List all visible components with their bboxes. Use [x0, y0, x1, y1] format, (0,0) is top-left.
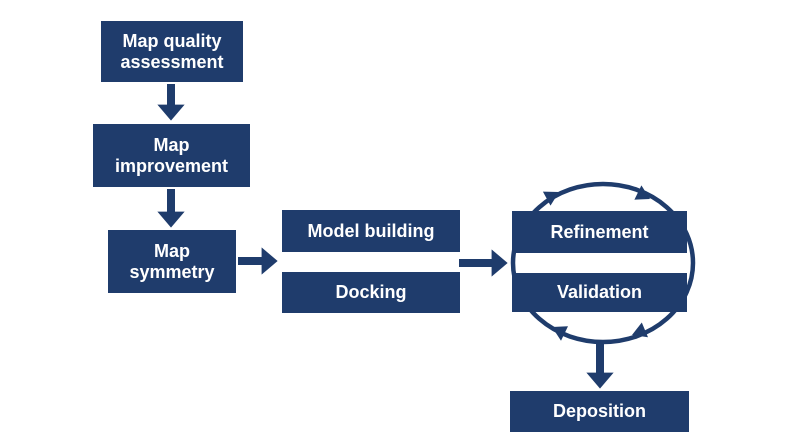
node-model-building: Model building	[282, 210, 460, 252]
node-model-building-label: Model building	[307, 220, 435, 241]
node-map-quality-assessment: Map quality assessment	[101, 21, 243, 82]
node-map-quality-assessment-label: Map quality assessment	[120, 30, 224, 72]
node-deposition: Deposition	[510, 391, 689, 432]
node-refinement-label: Refinement	[550, 221, 649, 242]
node-deposition-label: Deposition	[553, 401, 646, 421]
node-map-improvement-label: Map improvement	[114, 134, 229, 176]
node-map-symmetry: Map symmetry	[108, 230, 236, 293]
node-validation: Validation	[512, 273, 687, 312]
node-docking: Docking	[282, 272, 460, 313]
cycle-circle	[510, 181, 696, 345]
node-validation-label: Validation	[556, 282, 643, 302]
node-map-improvement: Map improvement	[93, 124, 250, 187]
cycle-arrowhead-bottom-right	[632, 322, 648, 338]
cycle-arrowhead-top-right	[634, 185, 650, 200]
cycle-arrowhead-top-left	[542, 191, 559, 206]
node-docking-label: Docking	[335, 282, 407, 302]
node-map-symmetry-label: Map symmetry	[129, 240, 215, 282]
node-refinement: Refinement	[512, 211, 687, 253]
cycle-arrowhead-bottom-left	[552, 326, 568, 341]
